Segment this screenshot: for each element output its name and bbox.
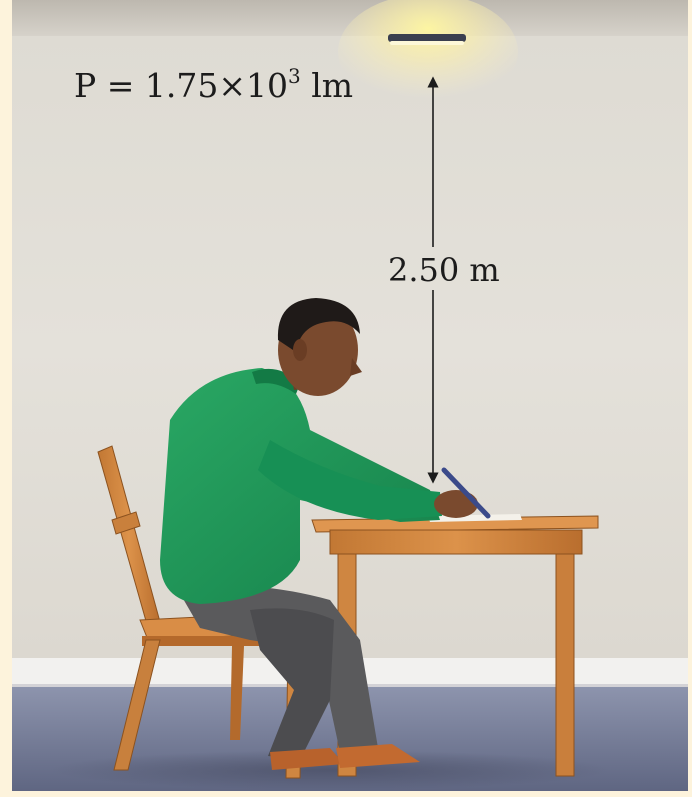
distance-label: 2.50 m — [388, 251, 500, 289]
light-glow — [338, 0, 518, 110]
person — [160, 298, 491, 770]
ceiling-light-fixture — [388, 34, 466, 42]
power-prefix: P = 1.75 — [74, 66, 219, 105]
power-exponent: 3 — [287, 64, 301, 88]
power-base: 10 — [245, 66, 288, 105]
power-unit: lm — [311, 66, 354, 105]
ceiling-light-lens — [390, 41, 464, 45]
power-times-sign: × — [218, 66, 246, 105]
luminous-power-label: P = 1.75×103 lm — [74, 66, 353, 102]
floor-shadow — [50, 750, 610, 790]
